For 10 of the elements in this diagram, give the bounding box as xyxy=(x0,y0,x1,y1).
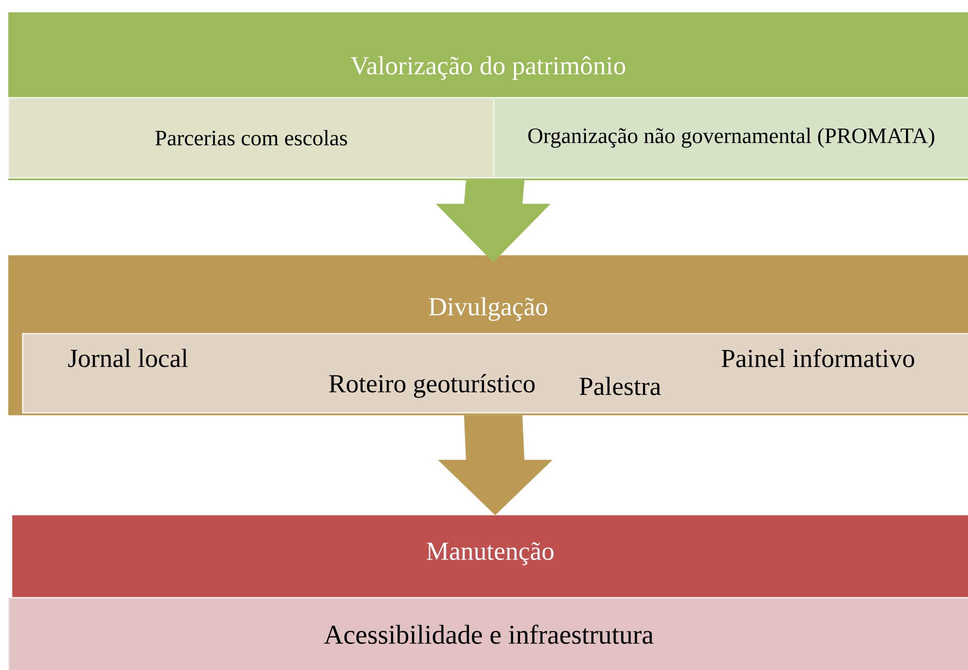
item-text: Palestra xyxy=(580,376,661,396)
text-box: Acessibilidade e infraestrutura xyxy=(8,597,968,670)
text-box: Organização não governamental (PROMATA) xyxy=(493,97,968,178)
header-band: Manutenção xyxy=(12,515,968,598)
block-arrow xyxy=(436,180,550,262)
item-text: Roteiro geoturístico xyxy=(329,374,535,398)
block-arrow xyxy=(438,415,552,516)
text-box: Parcerias com escolas xyxy=(8,97,494,178)
item-text: Jornal local xyxy=(68,348,188,368)
item-text: Painel informativo xyxy=(722,348,914,368)
